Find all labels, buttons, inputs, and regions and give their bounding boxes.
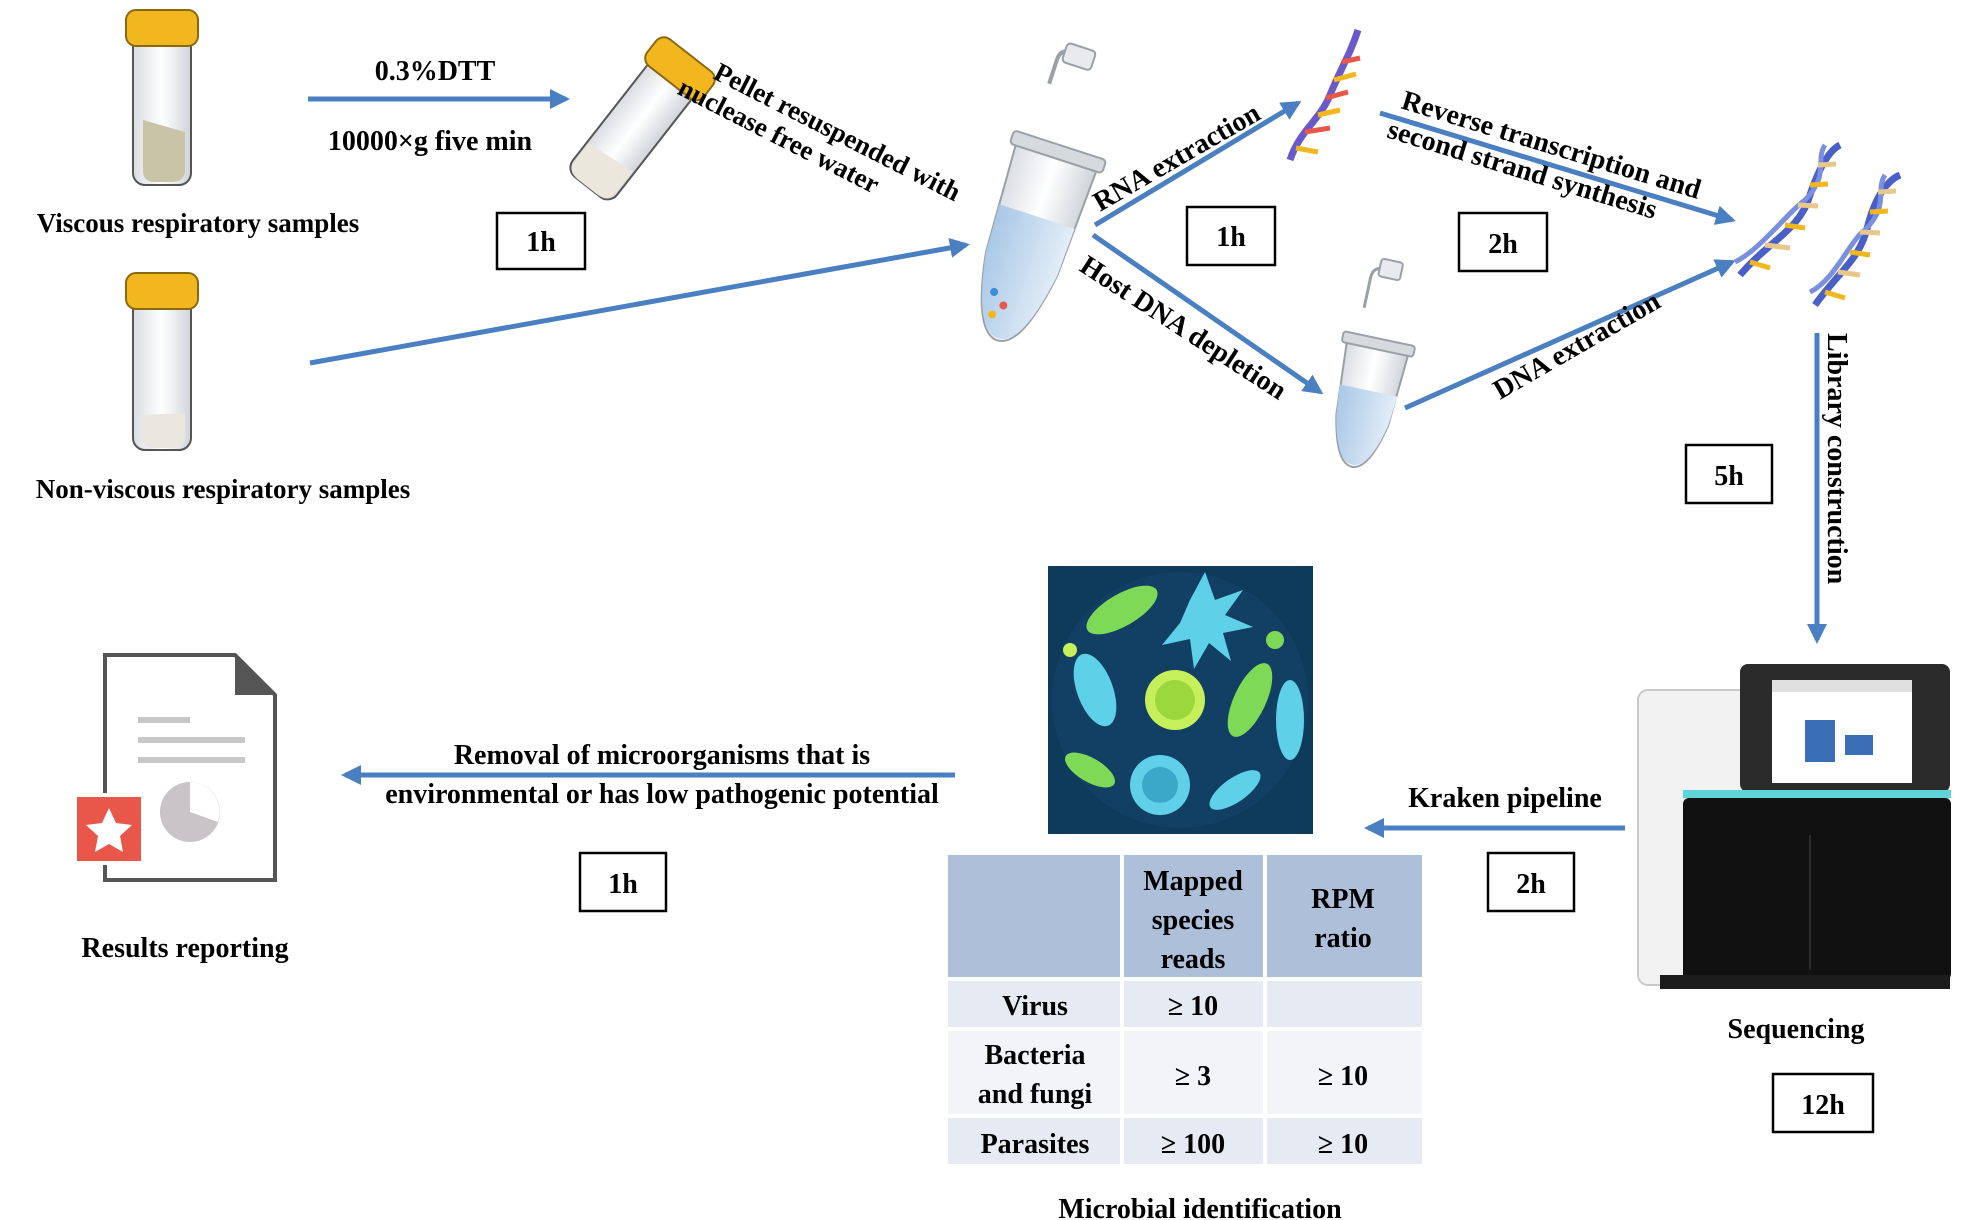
eppendorf-tube-small-icon (1335, 257, 1416, 468)
reverse-transcription-arrow (1379, 110, 1736, 225)
table-row-parasites-rpm: ≥ 10 (1318, 1129, 1368, 1160)
table-row-bg (948, 1031, 1422, 1114)
results-reporting-label: Results reporting (81, 933, 288, 964)
table-row-virus-mapped: ≥ 10 (1168, 991, 1218, 1022)
microbial-identification-label: Microbial identification (1058, 1194, 1342, 1220)
table-row-bg (948, 1118, 1422, 1164)
removal-label-line1: Removal of microorganisms that is (454, 740, 870, 771)
table-header-rpm-line2: ratio (1314, 923, 1372, 954)
table-row-bacteria-mapped: ≥ 3 (1175, 1061, 1211, 1092)
kraken-time: 2h (1516, 869, 1546, 900)
viscous-samples-label: Viscous respiratory samples (37, 208, 359, 238)
table-row-bacteria-rpm: ≥ 10 (1318, 1061, 1368, 1092)
dna-extraction-label: DNA extraction (1488, 285, 1666, 406)
viscous-sample-tube-icon (125, 9, 199, 186)
dna-double-helix-icon (1733, 141, 1902, 308)
library-time-box (1684, 443, 1774, 505)
rna-time-box (1185, 205, 1277, 267)
nonviscous-samples-label: Non-viscous respiratory samples (36, 474, 411, 504)
rt-time-box (1457, 211, 1549, 273)
rna-time: 1h (1216, 222, 1246, 253)
sequencer-icon (1637, 664, 1951, 989)
table-row-bacteria-name-line1: Bacteria (984, 1040, 1085, 1071)
host-depletion-arrow (1091, 232, 1324, 395)
nonviscous-sample-tube-icon (125, 272, 199, 451)
kraken-time-box (1486, 851, 1576, 913)
table-header-mapped-line1: Mapped (1143, 866, 1243, 897)
kraken-label: Kraken pipeline (1408, 783, 1602, 814)
centrifuge-label: 10000×g five min (328, 126, 533, 157)
dtt-label: 0.3%DTT (375, 56, 496, 87)
host-depletion-label: Host DNA depletion (1074, 250, 1292, 407)
centrifuge-tube-icon (569, 36, 716, 201)
table-row-bacteria-name-line2: and fungi (978, 1079, 1093, 1110)
rt-time: 2h (1488, 229, 1518, 260)
rna-helix-icon (1286, 28, 1362, 162)
removal-time: 1h (608, 869, 638, 900)
table-header-mapped-line3: reads (1161, 944, 1226, 975)
microbes-icon (1048, 566, 1313, 834)
removal-label-line2: environmental or has low pathogenic pote… (385, 779, 939, 810)
sequencing-label: Sequencing (1728, 1014, 1865, 1045)
sequencing-time: 12h (1801, 1090, 1845, 1121)
rna-extraction-arrow (1093, 100, 1302, 228)
removal-time-box (578, 851, 668, 913)
identification-table: Mapped species reads RPM ratio Virus ≥ 1… (948, 855, 1422, 1164)
dtt-time: 1h (526, 227, 556, 258)
nonviscous-arrow (309, 237, 970, 366)
eppendorf-tube-large-icon (980, 42, 1107, 343)
report-document-icon (73, 653, 277, 882)
dna-extraction-arrow (1403, 259, 1736, 411)
rna-extraction-label: RNA extraction (1088, 97, 1266, 218)
table-row-parasites-name: Parasites (981, 1129, 1090, 1160)
table-row-bg (948, 981, 1422, 1027)
table-row-parasites-mapped: ≥ 100 (1161, 1129, 1225, 1160)
dtt-time-box (495, 211, 587, 271)
library-label: Library construction (1821, 333, 1852, 585)
table-row-virus-name: Virus (1002, 991, 1068, 1022)
sequencing-time-box (1771, 1072, 1875, 1134)
table-header-mapped-line2: species (1152, 905, 1235, 936)
table-header-bg (948, 855, 1422, 977)
table-header-rpm-line1: RPM (1311, 884, 1375, 915)
library-time: 5h (1714, 461, 1744, 492)
